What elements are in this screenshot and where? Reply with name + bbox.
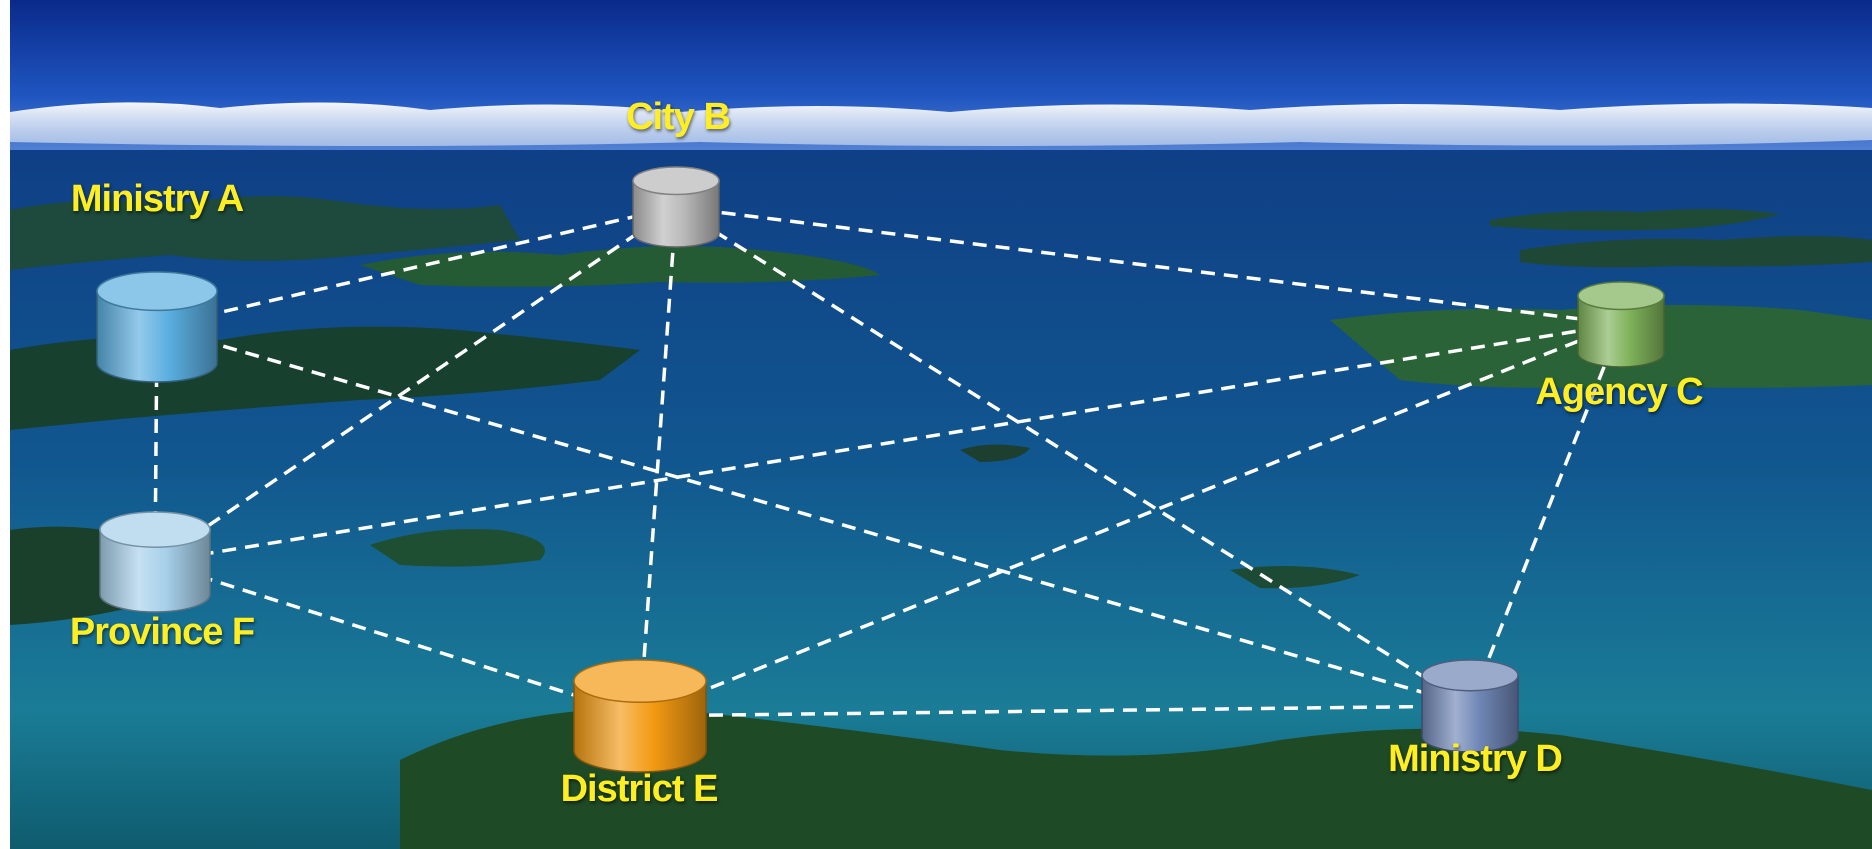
link-b-f bbox=[154, 205, 677, 564]
background-photo bbox=[10, 0, 1872, 849]
link-b-d bbox=[675, 205, 1471, 708]
link-b-c bbox=[675, 205, 1622, 326]
node-ministry-d-database-icon[interactable] bbox=[1421, 659, 1519, 753]
nodes bbox=[96, 166, 1665, 773]
node-ministry-a-database-icon[interactable] bbox=[96, 271, 218, 383]
node-city-b-database-icon[interactable] bbox=[632, 166, 720, 248]
link-c-e bbox=[639, 322, 1622, 718]
link-e-d bbox=[639, 704, 1471, 718]
node-label-c: Agency C bbox=[1535, 371, 1703, 413]
node-label-d: Ministry D bbox=[1388, 738, 1563, 780]
node-agency-c-database-icon[interactable] bbox=[1577, 281, 1665, 368]
node-province-f-database-icon[interactable] bbox=[99, 511, 211, 613]
node-label-b: City B bbox=[626, 96, 731, 138]
link-b-e bbox=[638, 206, 678, 717]
link-lines bbox=[153, 205, 1623, 718]
link-f-e bbox=[154, 560, 641, 718]
link-c-f bbox=[154, 322, 1622, 564]
node-district-e-database-icon[interactable] bbox=[573, 659, 707, 773]
link-a-d bbox=[156, 325, 1471, 708]
node-label-f: Province F bbox=[69, 611, 255, 653]
link-a-b bbox=[156, 205, 677, 329]
node-label-a: Ministry A bbox=[70, 178, 244, 220]
node-label-e: District E bbox=[560, 768, 719, 810]
